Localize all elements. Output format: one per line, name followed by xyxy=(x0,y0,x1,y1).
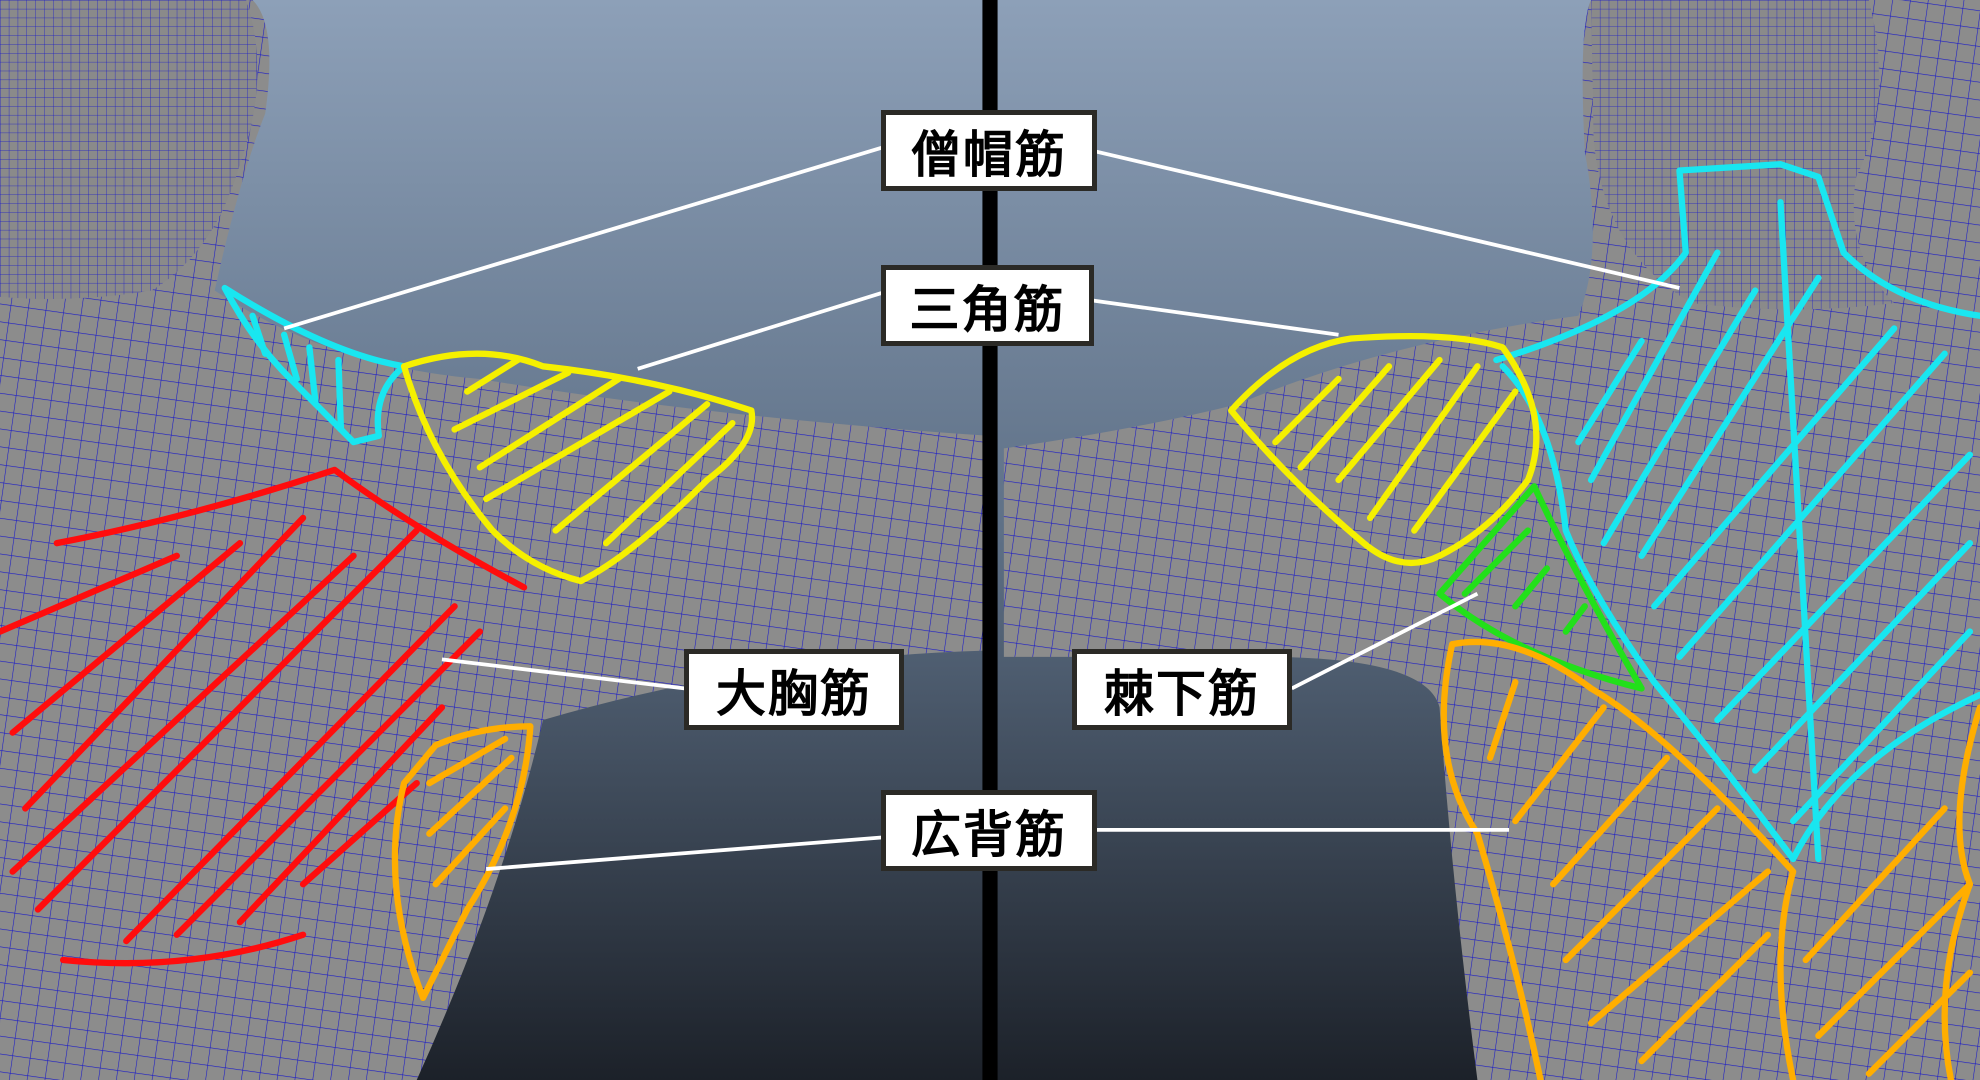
deltoid-back-outline xyxy=(1228,332,1540,567)
latissimus-dorsi-front-outline xyxy=(391,723,534,1002)
label-latissimus-dorsi: 広背筋 xyxy=(881,790,1097,871)
label-pectoralis-major: 大胸筋 xyxy=(684,649,904,730)
leader-lines xyxy=(283,145,1680,871)
deltoid-front-outline xyxy=(400,350,756,585)
label-deltoid: 三角筋 xyxy=(881,265,1094,346)
front-view-body xyxy=(0,0,989,1080)
pectoralis-major-outline xyxy=(0,466,528,967)
infraspinatus-outline xyxy=(1436,483,1645,692)
trapezius-front-outline xyxy=(221,284,408,446)
label-infraspinatus: 棘下筋 xyxy=(1072,649,1292,730)
label-trapezius: 僧帽筋 xyxy=(881,110,1097,191)
latissimus-dorsi-back-outline xyxy=(1440,638,1980,1080)
trapezius-back-outline xyxy=(1493,161,1980,863)
